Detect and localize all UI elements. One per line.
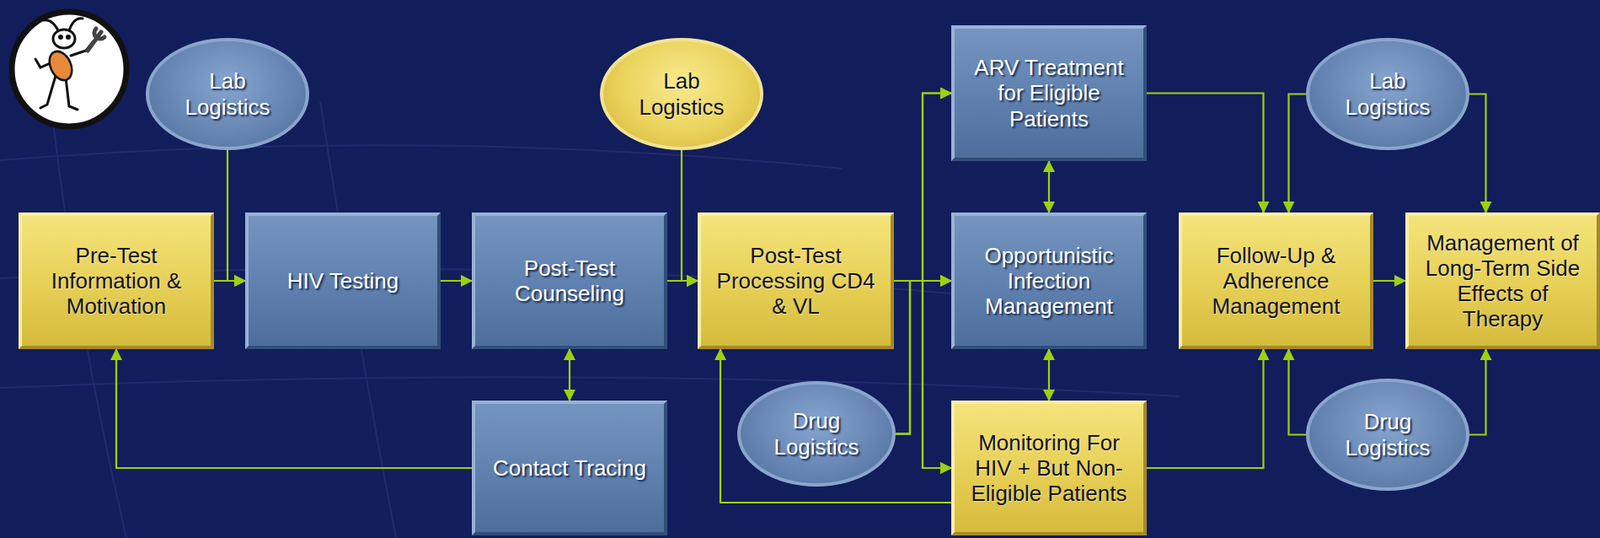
background-arc [0,144,843,169]
ant-eye [65,34,71,40]
flow-arrow [1289,94,1307,214]
ant-head [53,29,75,49]
ant-eye [58,34,64,40]
logistics-ellipse: Lab Logistics [599,37,764,150]
flow-arrow [1048,160,1050,213]
logo-circle [11,11,127,127]
process-box: Management of Long-Term Side Effects of … [1405,212,1600,349]
node-label: Opportunistic Infection Management [963,242,1135,319]
flow-arrow [116,348,472,468]
node-label: ARV Treatment for Eligible Patients [963,54,1135,131]
ant-leg [40,75,56,108]
node-label: Management of Long-Term Side Effects of … [1417,230,1590,332]
node-label: HIV Testing [287,267,399,294]
node-label: Follow-Up & Adherence Management [1190,242,1363,319]
node-label: Contact Tracing [492,454,647,481]
process-box: HIV Testing [245,212,441,349]
node-label: Lab Logistics [168,68,287,119]
logistics-ellipse: Lab Logistics [145,37,310,150]
flow-arrow [214,279,246,282]
node-label: Drug Logistics [1328,408,1447,460]
ant-leg [65,77,78,110]
ant-antenna [43,20,59,33]
process-box: Follow-Up & Adherence Management [1178,212,1374,349]
wrench [87,28,105,51]
ant-antenna [69,18,83,31]
flow-arrow [893,280,952,468]
node-label: Post-Test Counseling [483,255,656,306]
flow-arrow [568,348,571,401]
ant-body [45,48,77,85]
flow-arrow [720,348,952,503]
node-label: Lab Logistics [622,68,741,119]
ant-logo [0,0,144,144]
flow-arrow [1373,279,1406,282]
flow-arrow [1146,93,1264,214]
flow-arrow [1469,348,1487,435]
node-label: Lab Logistics [1328,68,1447,119]
logistics-ellipse: Drug Logistics [737,380,896,487]
flow-arrow [895,280,952,468]
logistics-ellipse: Lab Logistics [1305,37,1470,150]
logistics-ellipse: Drug Logistics [1305,378,1470,491]
flow-arrow [227,149,246,281]
background-arc [0,376,1180,396]
node-label: Monitoring For HIV + But Non-Eligible Pa… [963,429,1135,506]
flow-arrow [1289,348,1307,435]
flow-arrow [681,149,698,281]
node-label: Post-Test Processing CD4 & VL [710,242,883,319]
process-box: Opportunistic Infection Management [951,212,1147,349]
process-box: Monitoring For HIV + But Non-Eligible Pa… [951,400,1147,536]
process-box: Contact Tracing [471,400,668,536]
node-label: Drug Logistics [757,407,876,459]
process-box: Post-Test Counseling [471,212,668,349]
flow-arrow [1469,94,1487,214]
process-box: Post-Test Processing CD4 & VL [697,212,894,349]
flow-arrow [1048,348,1050,401]
process-box: ARV Treatment for Eligible Patients [951,25,1147,161]
flow-arrow [1146,348,1264,468]
process-box: Pre-Test Information & Motivation [18,212,215,349]
flow-arrow [440,279,472,282]
node-label: Pre-Test Information & Motivation [30,242,203,319]
